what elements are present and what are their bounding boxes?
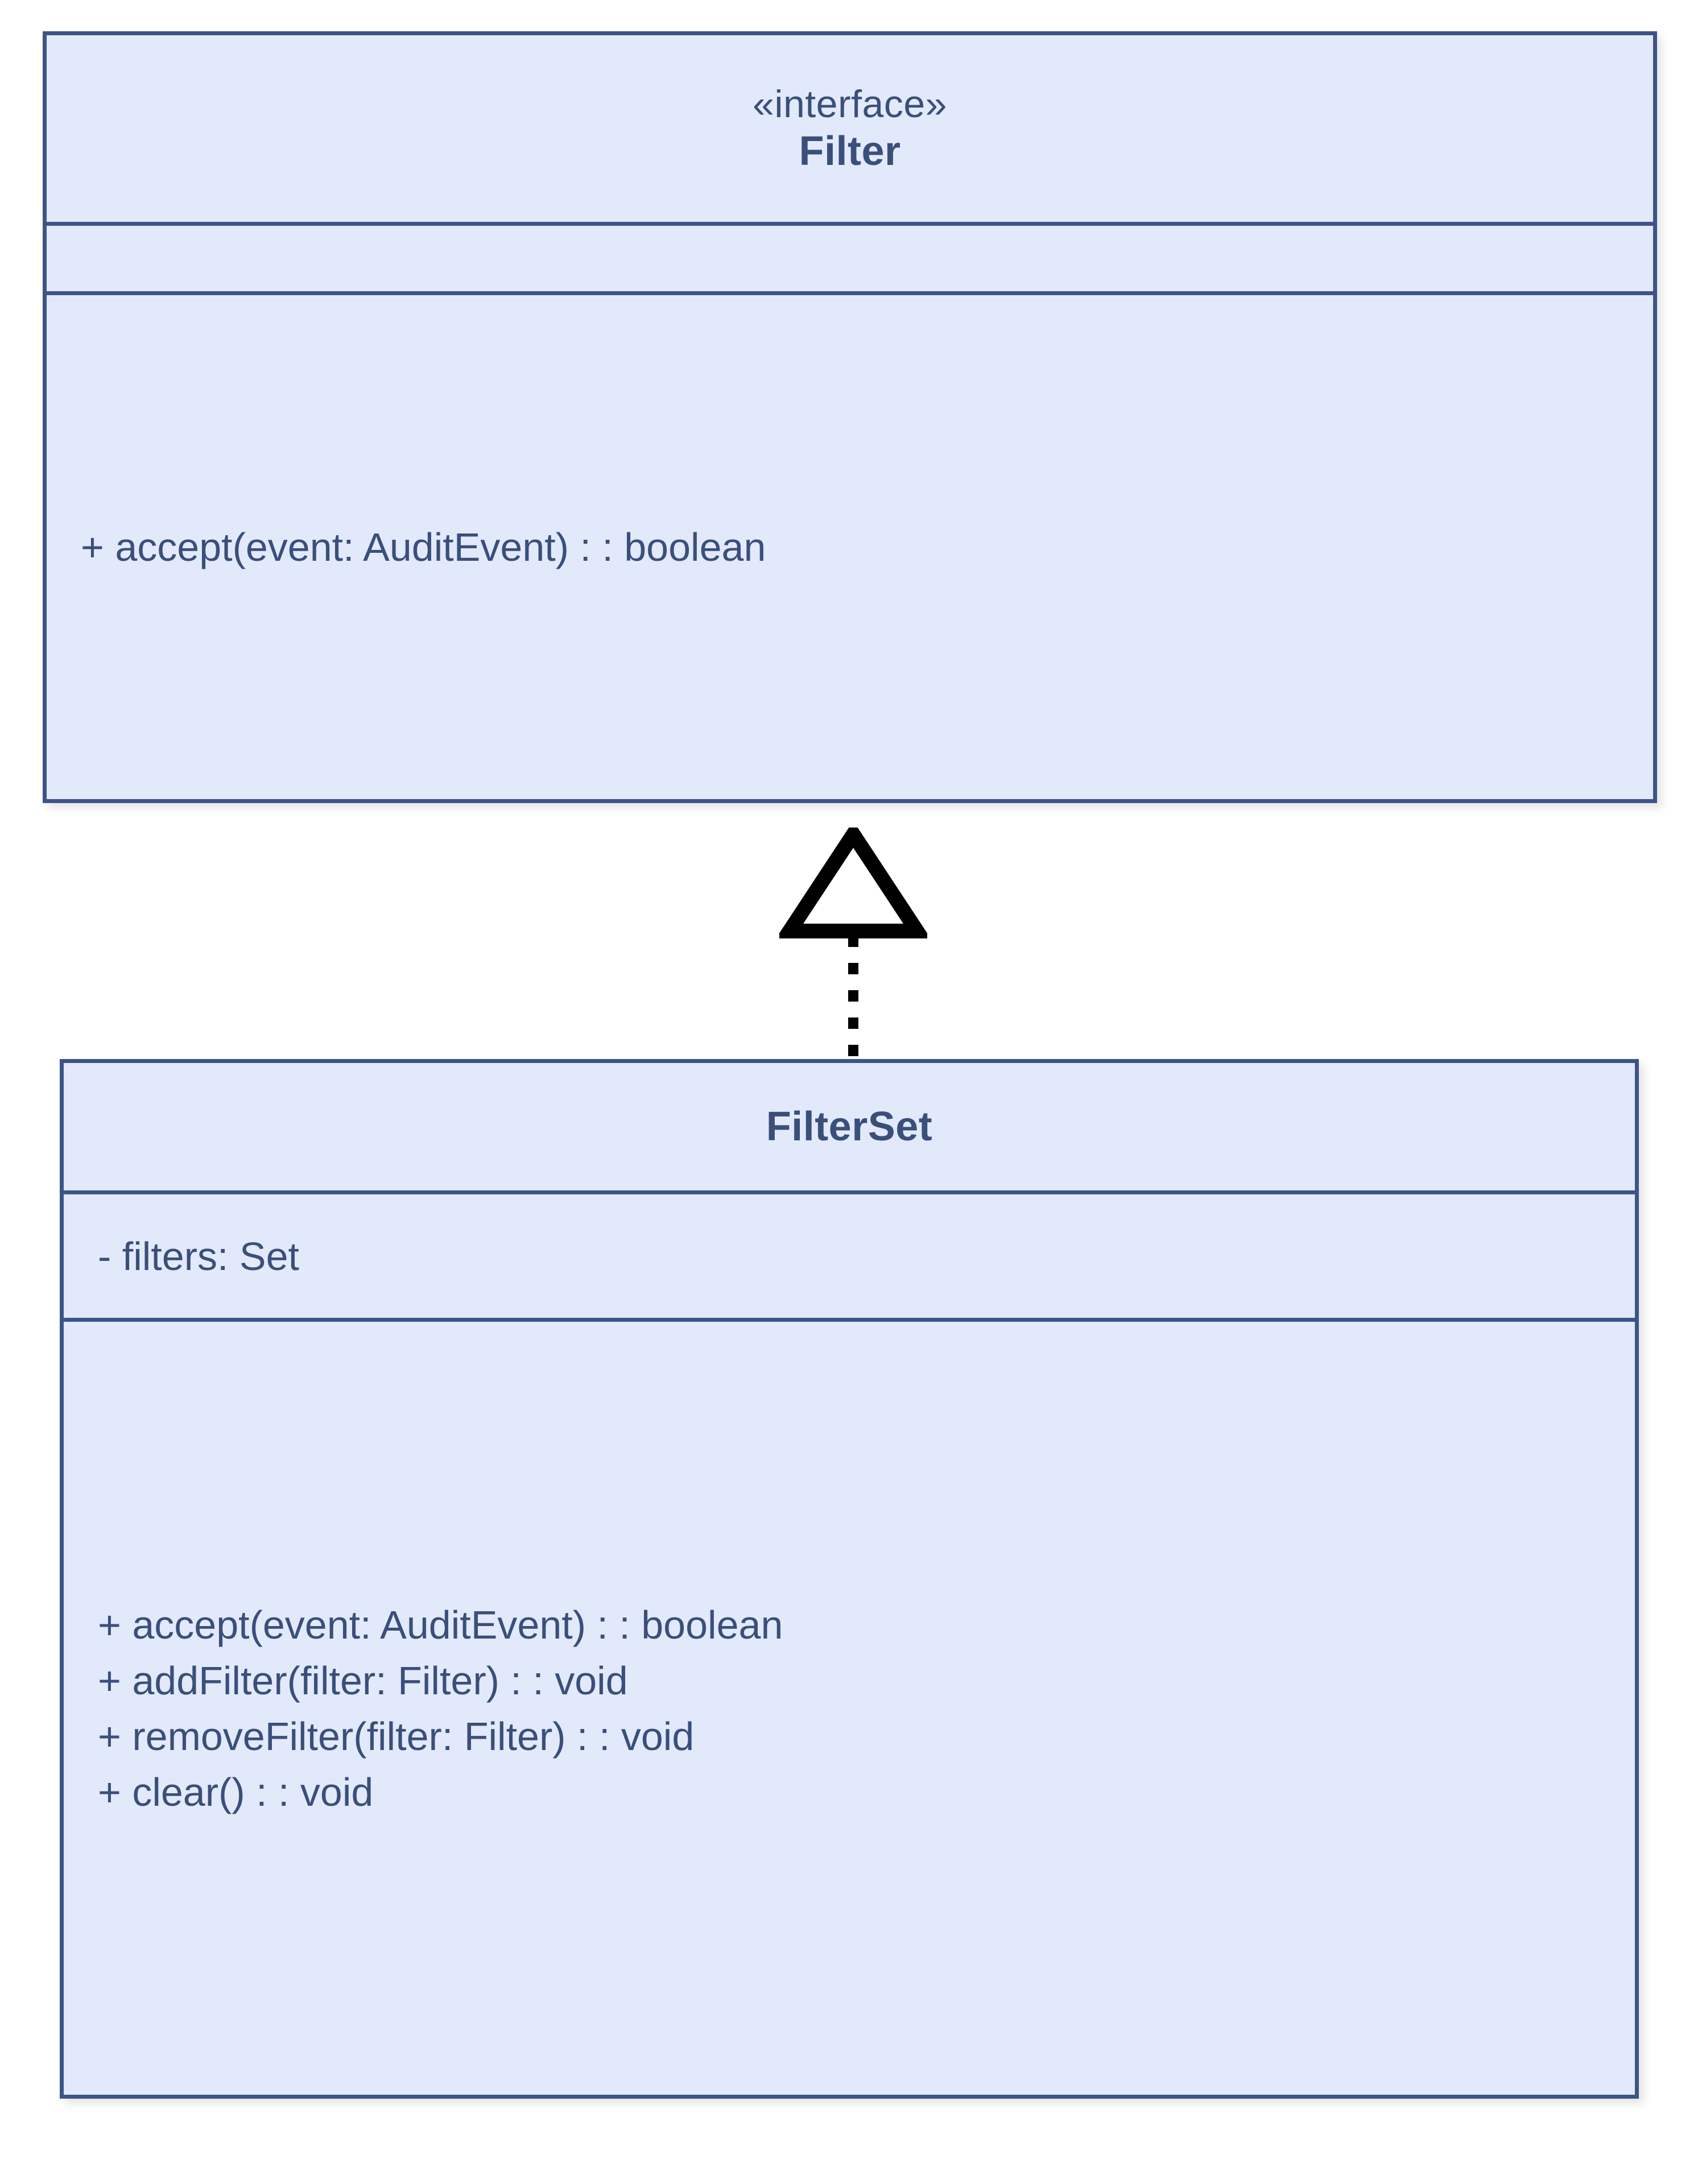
realization-connector [779, 828, 927, 1066]
attribute-row: - filters: Set [98, 1234, 299, 1279]
attributes-compartment-filter [47, 222, 1653, 291]
class-name-filter: Filter [799, 128, 901, 174]
methods-compartment-filterset: + accept(event: AuditEvent) : : boolean … [64, 1318, 1635, 2095]
method-row: + removeFilter(filter: Filter) : : void [98, 1714, 695, 1759]
class-header-filter: «interface» Filter [47, 35, 1653, 222]
method-row: + clear() : : void [98, 1769, 374, 1814]
uml-class-filterset[interactable]: FilterSet - filters: Set + accept(event:… [60, 1059, 1639, 2099]
attributes-compartment-filterset: - filters: Set [64, 1190, 1635, 1318]
method-row: + accept(event: AuditEvent) : : boolean [98, 1602, 783, 1647]
class-name-filterset: FilterSet [766, 1103, 933, 1149]
class-stereotype: «interface» [753, 82, 947, 126]
hollow-triangle-arrowhead-icon [779, 828, 927, 938]
class-header-filterset: FilterSet [64, 1063, 1635, 1190]
uml-class-filter[interactable]: «interface» Filter + accept(event: Audit… [43, 31, 1657, 803]
method-row: + accept(event: AuditEvent) : : boolean [81, 525, 766, 569]
method-row: + addFilter(filter: Filter) : : void [98, 1658, 628, 1703]
methods-compartment-filter: + accept(event: AuditEvent) : : boolean [47, 291, 1653, 799]
